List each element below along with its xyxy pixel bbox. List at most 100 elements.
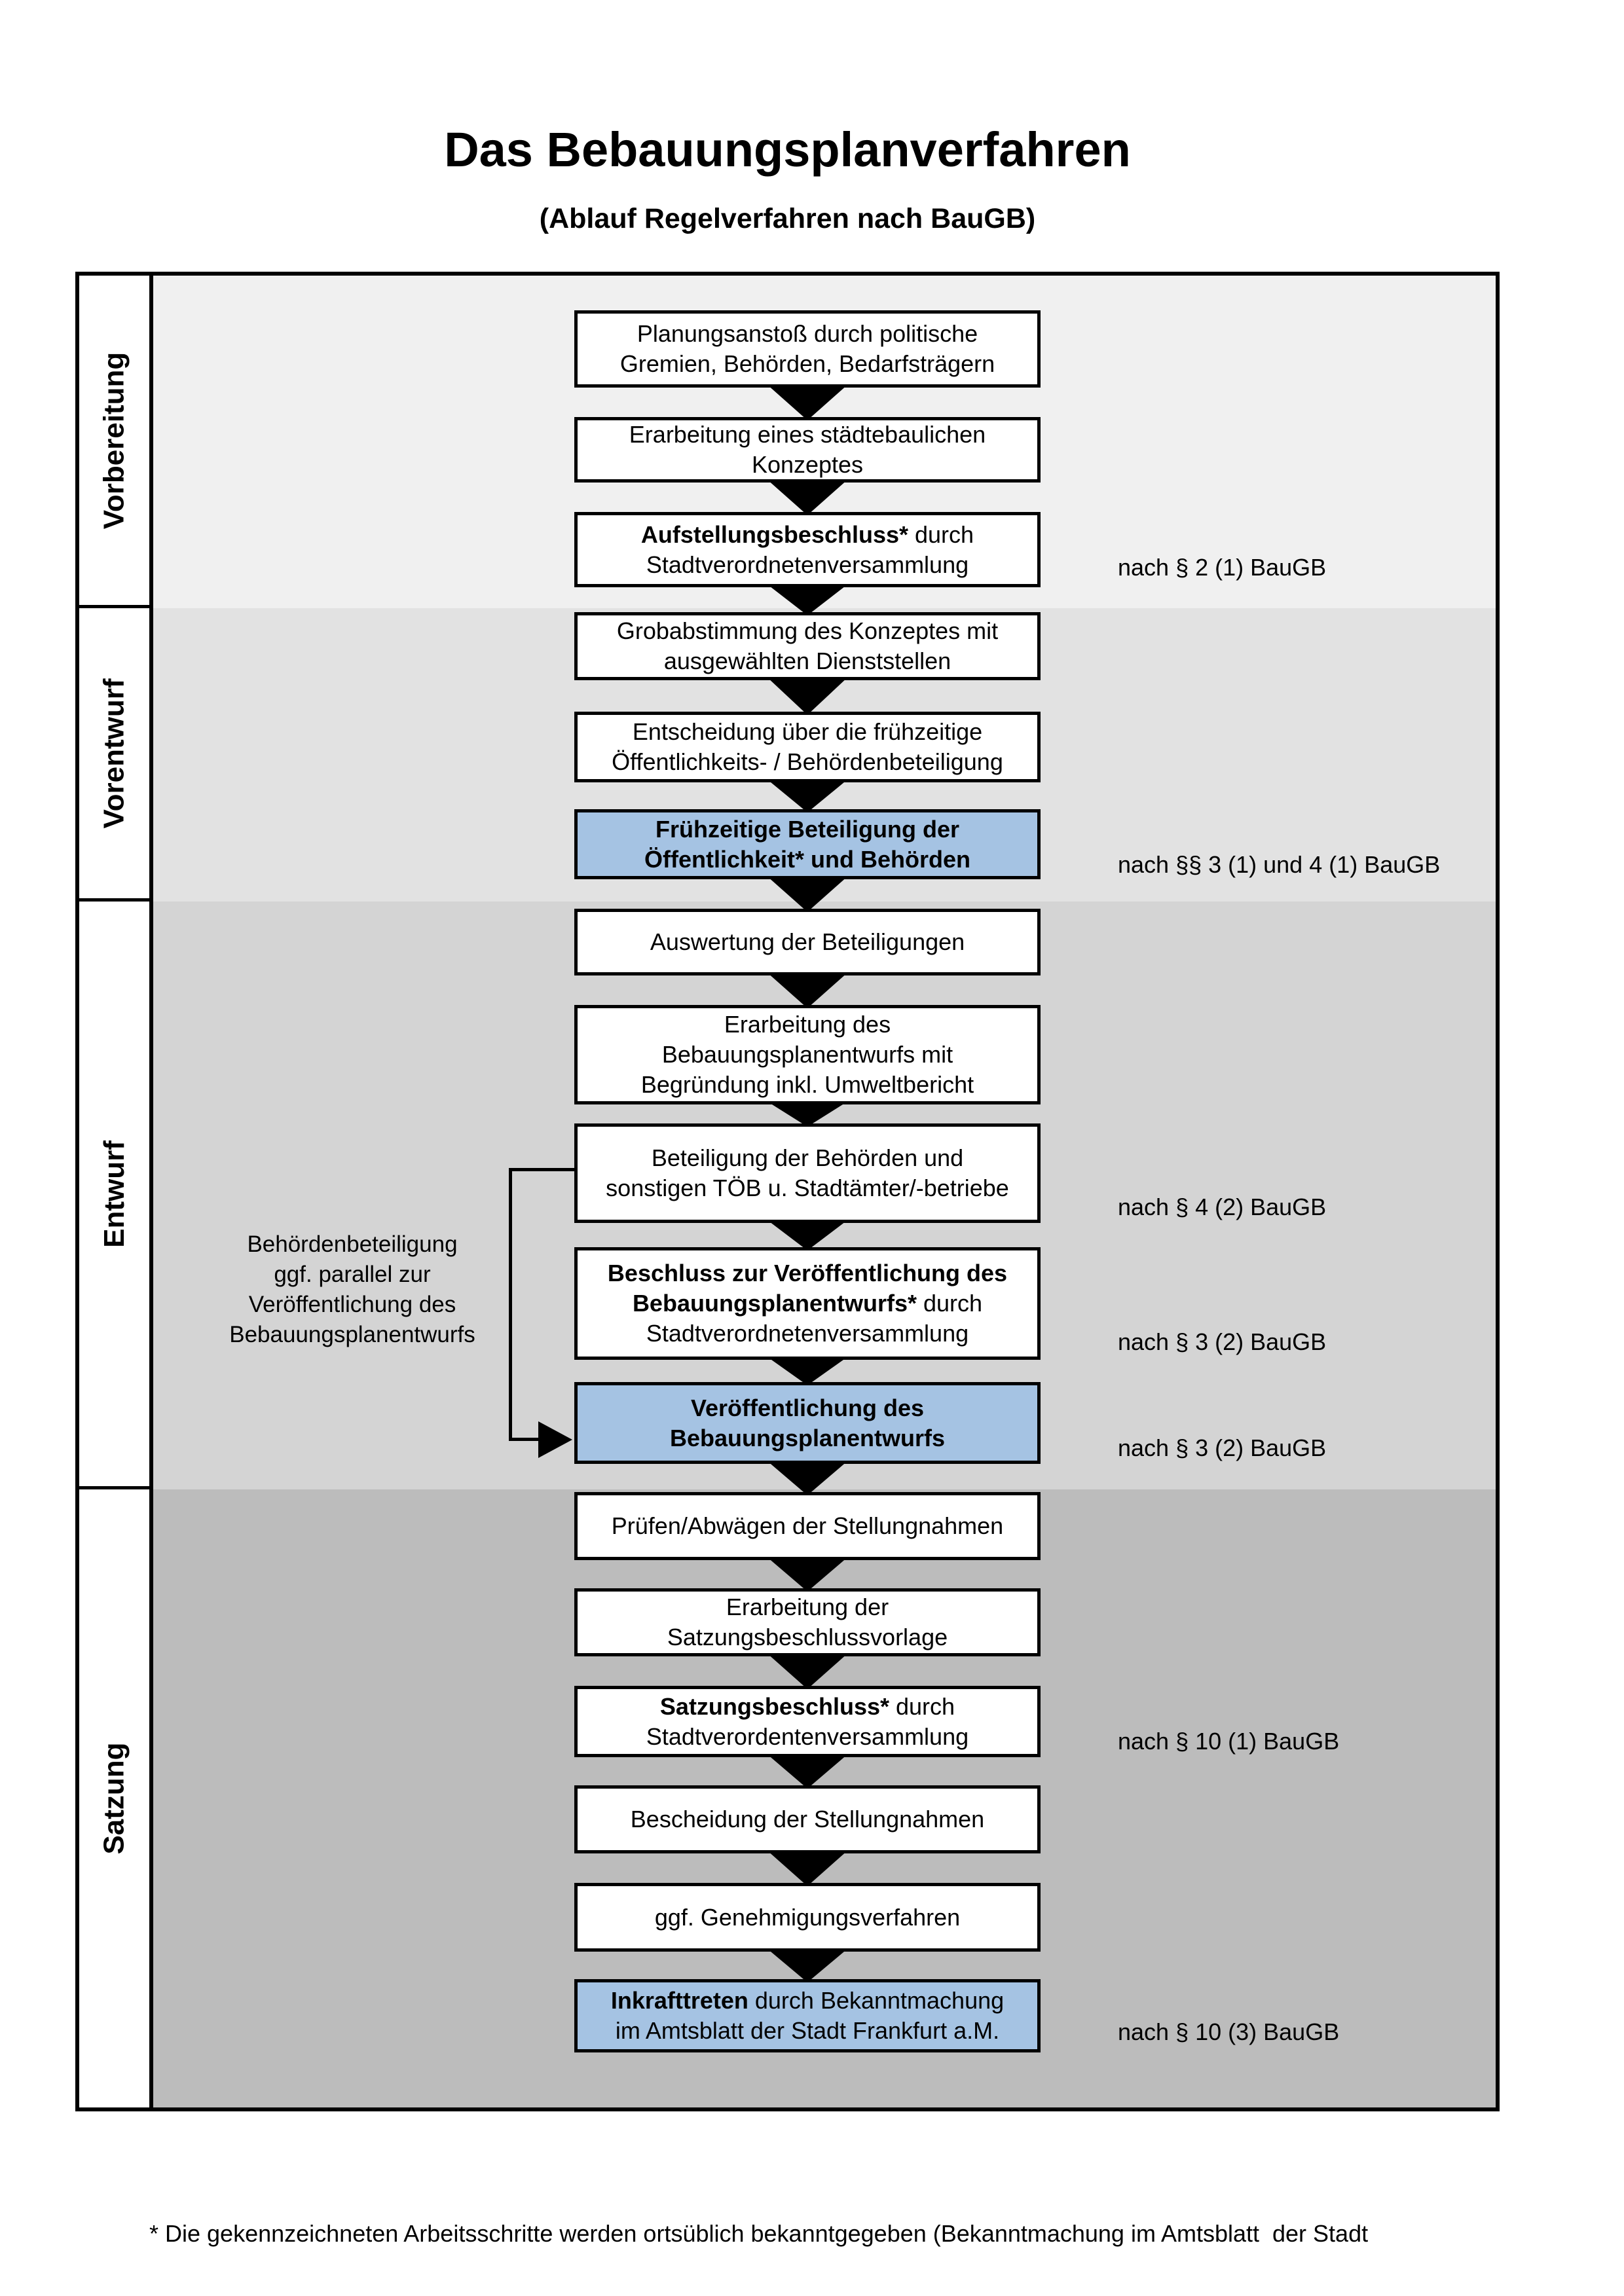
arrow-right-icon (538, 1421, 572, 1458)
step-text-line: Bebauungsplanentwurfs mit (662, 1040, 953, 1070)
footnote-line: * Die gekennzeichneten Arbeitsschritte w… (149, 2220, 1369, 2247)
step-text-line: Bebauungsplanentwurfs (670, 1423, 945, 1453)
step-text: Entscheidung über die frühzeitige (632, 718, 983, 745)
step-text: Satzungsbeschluss* (659, 1692, 890, 1720)
step-text: Veröffentlichung des (690, 1394, 925, 1421)
step-text-line: Konzeptes (752, 450, 863, 480)
side-note: Behördenbeteiligung ggf. parallel zur Ve… (156, 1230, 549, 1350)
step-text: Beteiligung der Behörden und (651, 1144, 964, 1171)
legal-reference-note: nach § 10 (3) BauGB (1118, 2018, 1340, 2045)
step-text-line: Beschluss zur Veröffentlichung des (608, 1258, 1007, 1288)
arrow-down-icon (767, 779, 848, 812)
step-text: durch Bekanntmachung (748, 1987, 1005, 2014)
flow-step: Auswertung der Beteiligungen (574, 909, 1041, 975)
step-text: Konzeptes (751, 451, 864, 478)
side-note-line: Bebauungsplanentwurfs (229, 1322, 475, 1347)
flow-step: Bescheidung der Stellungnahmen (574, 1785, 1041, 1853)
step-text-line: Aufstellungsbeschluss* durch (641, 520, 974, 550)
step-text: Stadtverordentenversammlung (646, 1722, 969, 1750)
step-text-line: Inkrafttreten durch Bekanntmachung (611, 1986, 1004, 2016)
arrow-down-icon (767, 1850, 848, 1886)
step-text-line: Stadtverordentenversammlung (646, 1722, 969, 1752)
step-text-line: Prüfen/Abwägen der Stellungnahmen (612, 1511, 1003, 1541)
step-text: Begründung inkl. Umweltbericht (640, 1071, 974, 1098)
step-text-line: im Amtsblatt der Stadt Frankfurt a.M. (616, 2016, 999, 2046)
step-text-line: Gremien, Behörden, Bedarfsträgern (620, 349, 995, 379)
step-text-line: Planungsanstoß durch politische (637, 319, 978, 349)
flow-step: ggf. Genehmigungsverfahren (574, 1883, 1041, 1952)
step-text: Stadtverordnetenversammlung (646, 1320, 969, 1347)
step-text: Grobabstimmung des Konzeptes mit (616, 617, 999, 644)
step-text-line: Erarbeitung des (724, 1010, 891, 1040)
step-text: im Amtsblatt der Stadt Frankfurt a.M. (615, 2017, 1000, 2044)
phase-label-satzung: Satzung (98, 1742, 130, 1855)
step-text: Erarbeitung eines städtebaulichen (629, 421, 986, 448)
step-text: Frühzeitige Beteiligung der (655, 815, 960, 843)
step-text-line: Grobabstimmung des Konzeptes mit (617, 616, 998, 646)
phase-cell-entwurf: Entwurf (79, 902, 149, 1489)
arrow-down-icon (767, 1948, 848, 1982)
step-text: Bescheidung der Stellungnahmen (630, 1806, 985, 1832)
bracket-bottom-line (509, 1438, 540, 1441)
phase-cell-satzung: Satzung (79, 1489, 149, 2107)
flow-step: Grobabstimmung des Konzeptes mit ausgewäh… (574, 612, 1041, 680)
step-text-line: Satzungsbeschluss* durch (660, 1692, 955, 1722)
step-text: ggf. Genehmigungsverfahren (654, 1903, 961, 1931)
footnote: * Die gekennzeichneten Arbeitsschritte w… (149, 2142, 1508, 2296)
arrow-down-icon (767, 479, 848, 515)
step-text-line: ausgewählten Dienststellen (664, 646, 951, 676)
arrow-down-icon (767, 384, 848, 420)
step-text-line: Stadtverordnetenversammlung (646, 550, 969, 580)
page-subtitle: (Ablauf Regelverfahren nach BauGB) (539, 203, 1036, 234)
legal-reference-note: nach § 2 (1) BauGB (1118, 554, 1327, 581)
arrow-down-icon (767, 1101, 848, 1127)
legal-reference-note: nach § 3 (2) BauGB (1118, 1328, 1327, 1355)
arrow-down-icon (767, 1754, 848, 1789)
step-text: sonstigen TÖB u. Stadtämter/-betriebe (606, 1175, 1009, 1201)
bracket-vertical-line (509, 1168, 512, 1441)
step-text: durch (908, 520, 974, 548)
legal-reference-note: nach § 4 (2) BauGB (1118, 1194, 1327, 1220)
step-text-line: Frühzeitige Beteiligung der (655, 814, 959, 845)
side-note-line: Veröffentlichung des (248, 1292, 456, 1317)
phase-label-vorentwurf: Vorentwurf (98, 678, 130, 828)
step-text: Öffentlichkeits- / Behördenbeteiligung (612, 748, 1003, 775)
phase-label-column: Vorbereitung Vorentwurf Entwurf Satzung (79, 276, 153, 2107)
step-text: Erarbeitung der (726, 1594, 889, 1620)
legal-reference-note: nach § 3 (2) BauGB (1118, 1434, 1327, 1461)
step-text-line: Veröffentlichung des (691, 1393, 924, 1423)
step-text: Aufstellungsbeschluss* (640, 520, 909, 548)
flow-step: Beteiligung der Behörden und sonstigen TÖ… (574, 1123, 1041, 1223)
step-text-line: ggf. Genehmigungsverfahren (655, 1903, 960, 1933)
step-text-line: Beteiligung der Behörden und (652, 1143, 963, 1173)
arrow-down-icon (767, 1653, 848, 1689)
side-note-line: ggf. parallel zur (274, 1262, 431, 1287)
step-text: Bebauungsplanentwurfs* (632, 1290, 917, 1317)
phase-label-vorbereitung: Vorbereitung (98, 352, 130, 529)
step-text-line: Erarbeitung der (726, 1592, 889, 1622)
arrow-down-icon (767, 972, 848, 1008)
step-text-line: Bebauungsplanentwurfs* durch (633, 1288, 982, 1319)
phase-cell-vorbereitung: Vorbereitung (79, 276, 149, 608)
arrow-down-icon (767, 584, 848, 615)
step-text: ausgewählten Dienststellen (663, 647, 951, 674)
legal-reference-note: nach § 10 (1) BauGB (1118, 1728, 1340, 1755)
step-text: Inkrafttreten (610, 1987, 748, 2014)
step-text: Bebauungsplanentwurfs mit (661, 1041, 953, 1068)
step-text-line: Satzungsbeschlussvorlage (667, 1622, 948, 1652)
step-text: Bebauungsplanentwurfs (669, 1424, 946, 1451)
step-text-line: Stadtverordnetenversammlung (646, 1319, 969, 1349)
step-text: Erarbeitung des (724, 1011, 891, 1038)
bracket-top-line (509, 1168, 574, 1171)
